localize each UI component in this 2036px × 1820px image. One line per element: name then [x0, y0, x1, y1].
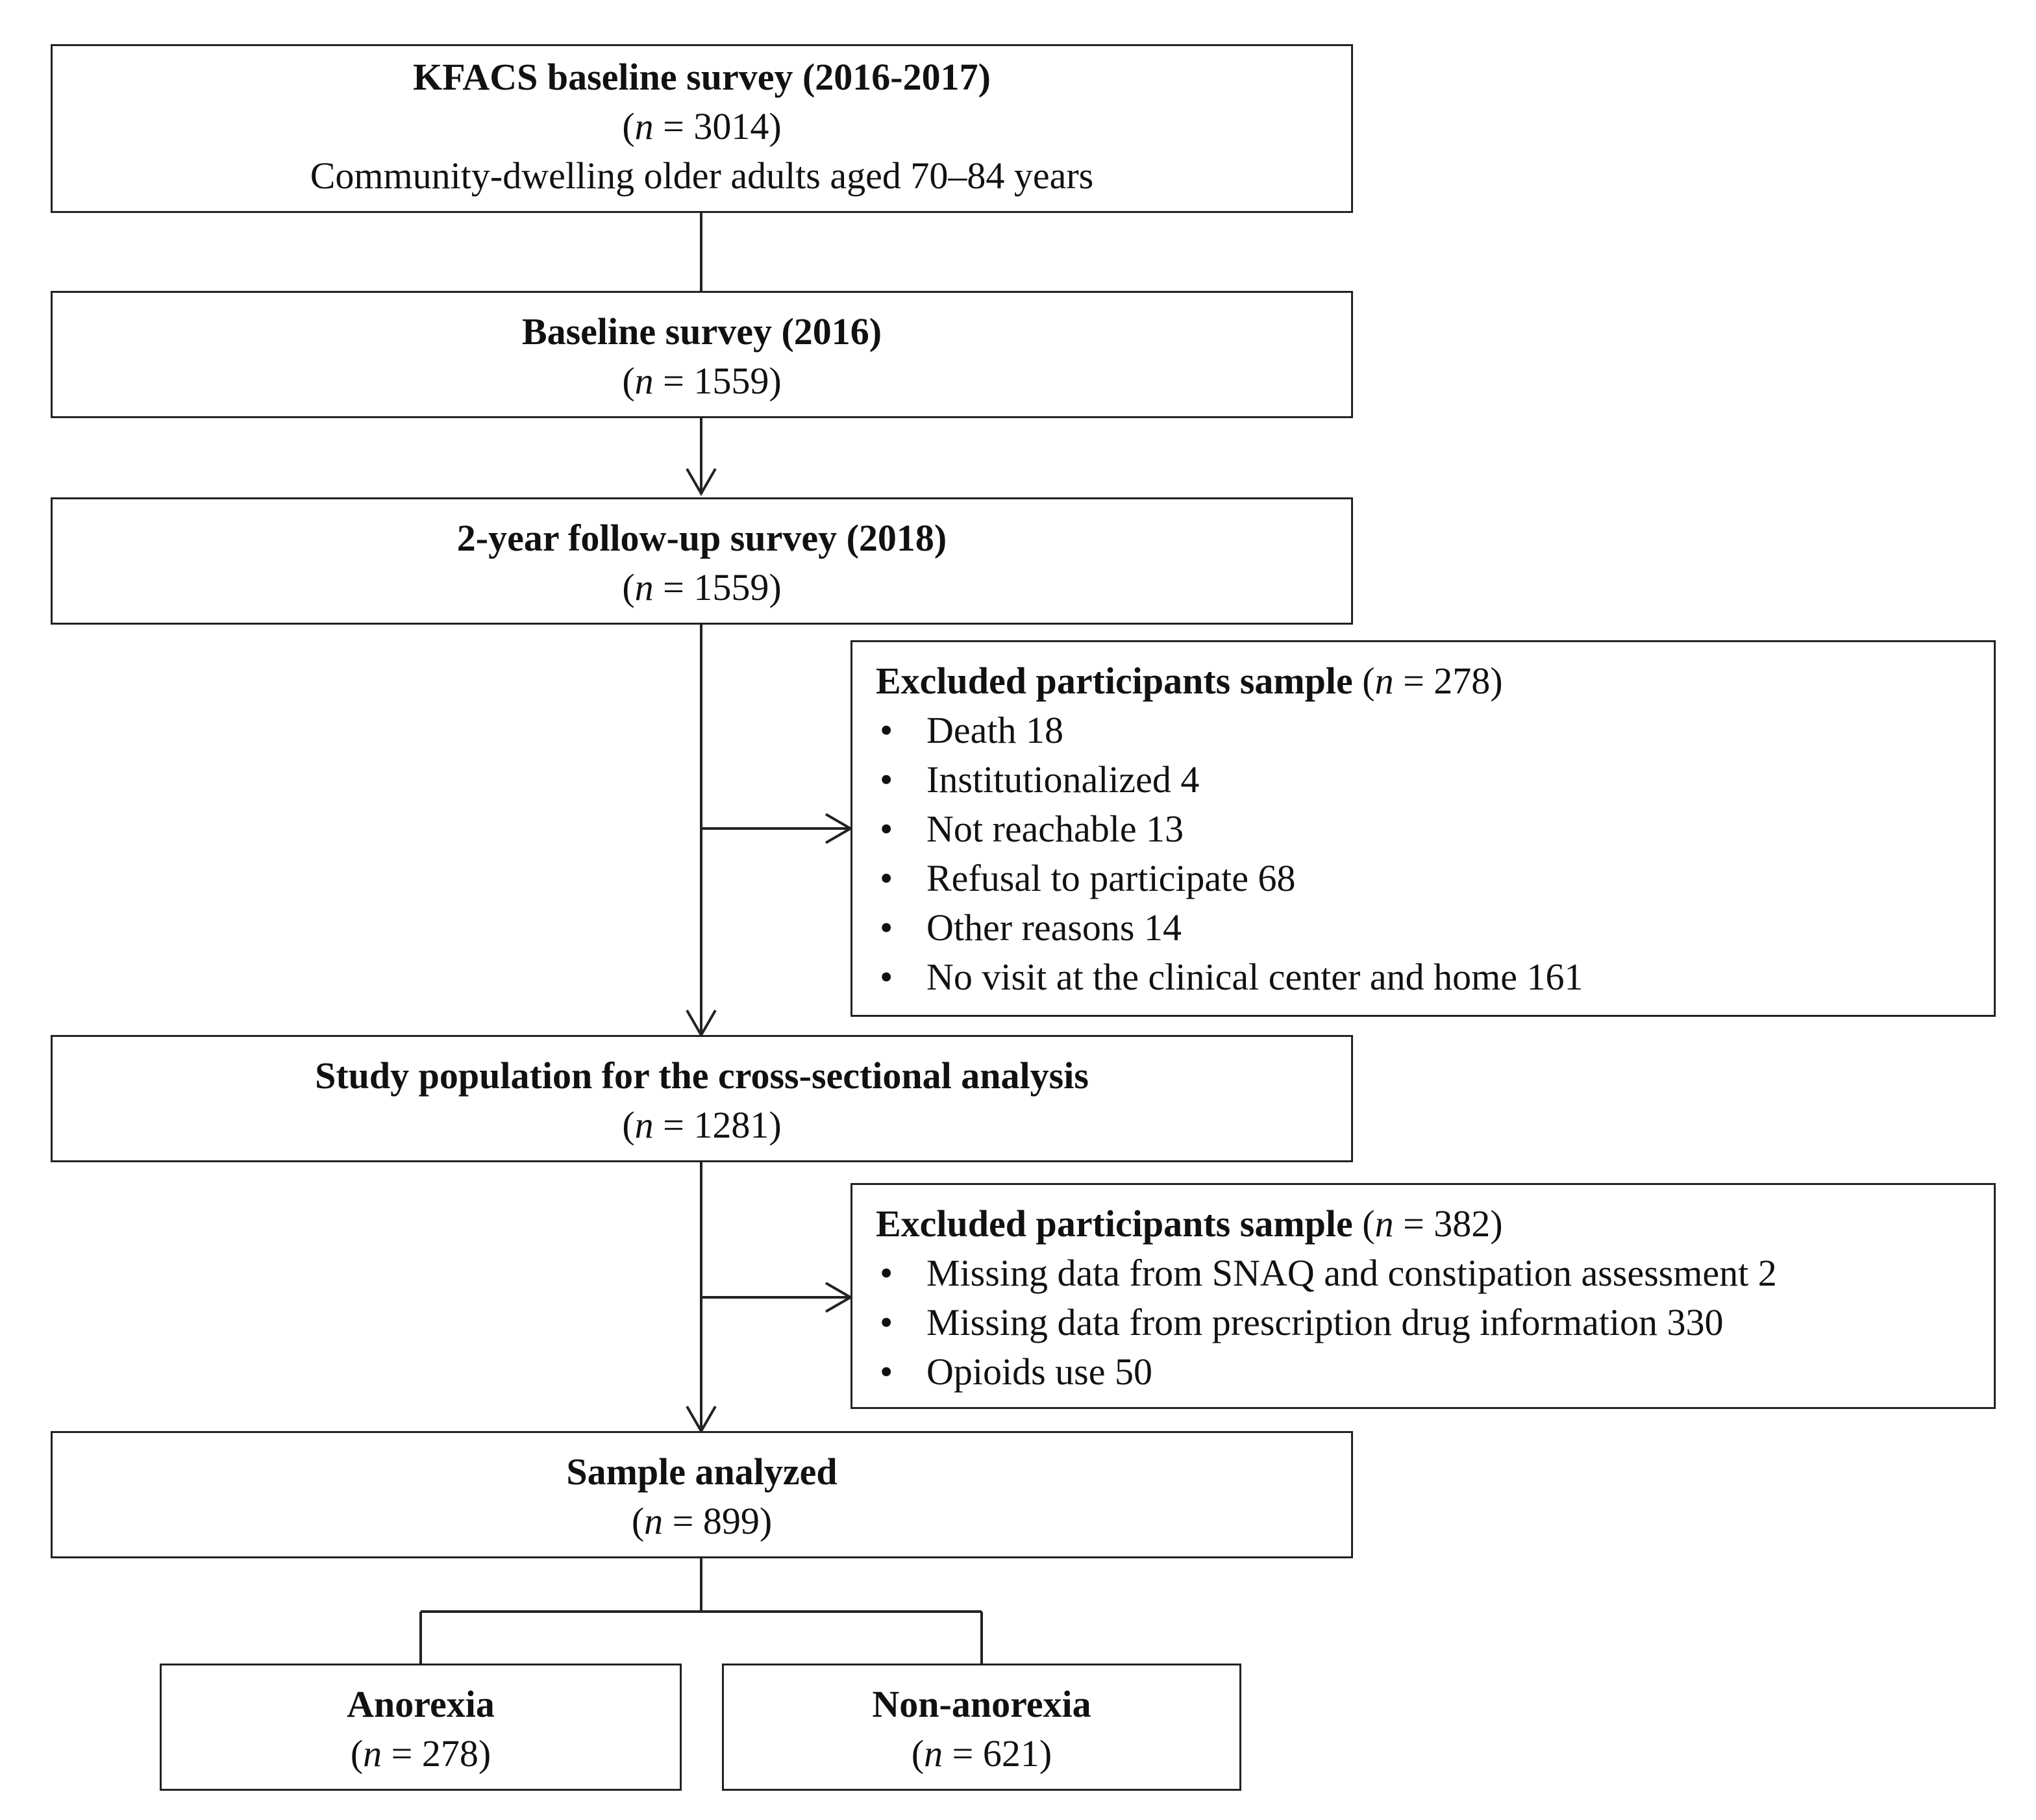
anorexia-box: Anorexia (n = 278): [160, 1664, 682, 1791]
box-title: KFACS baseline survey (2016-2017): [413, 56, 991, 98]
box-count: (n = 1559): [622, 566, 782, 608]
non-anorexia-box: Non-anorexia (n = 621): [722, 1664, 1241, 1791]
kfacs-baseline-box: KFACS baseline survey (2016-2017) (n = 3…: [51, 44, 1353, 213]
excluded-title: Excluded participants sample (n = 382): [876, 1203, 1503, 1245]
list-item: •Death 18: [880, 709, 1063, 751]
excluded-participants-box-2: Excluded participants sample (n = 382) •…: [850, 1183, 1996, 1409]
box-count: (n = 899): [631, 1500, 773, 1542]
box-count: (n = 621): [911, 1732, 1052, 1775]
list-item: •Not reachable 13: [880, 808, 1184, 850]
excluded-title: Excluded participants sample (n = 278): [876, 660, 1503, 702]
box-title: Baseline survey (2016): [521, 310, 882, 353]
box-count: (n = 3014): [622, 105, 782, 147]
excluded-list: •Death 18 •Institutionalized 4 •Not reac…: [876, 706, 1994, 1002]
box-title: 2-year follow-up survey (2018): [456, 517, 947, 559]
box-title: Study population for the cross-sectional…: [315, 1054, 1089, 1097]
box-count: (n = 1559): [622, 360, 782, 402]
list-item: •Other reasons 14: [880, 906, 1182, 949]
study-population-box: Study population for the cross-sectional…: [51, 1035, 1353, 1162]
box-count: (n = 278): [350, 1732, 491, 1775]
sample-analyzed-box: Sample analyzed (n = 899): [51, 1431, 1353, 1558]
excluded-participants-box-1: Excluded participants sample (n = 278) •…: [850, 640, 1996, 1017]
list-item: •Missing data from prescription drug inf…: [880, 1301, 1724, 1343]
box-title: Non-anorexia: [872, 1683, 1091, 1725]
box-title: Sample analyzed: [566, 1451, 838, 1493]
excluded-list: •Missing data from SNAQ and constipation…: [876, 1249, 1994, 1397]
box-count: (n = 1281): [622, 1104, 782, 1146]
box-title: Anorexia: [347, 1683, 495, 1725]
list-item: •Missing data from SNAQ and constipation…: [880, 1252, 1777, 1294]
list-item: •No visit at the clinical center and hom…: [880, 956, 1583, 998]
arrowhead-followup: [686, 467, 717, 496]
list-item: •Refusal to participate 68: [880, 857, 1296, 899]
box-description: Community-dwelling older adults aged 70–…: [310, 155, 1094, 197]
list-item: •Institutionalized 4: [880, 758, 1200, 801]
baseline-survey-box: Baseline survey (2016) (n = 1559): [51, 291, 1353, 418]
followup-survey-box: 2-year follow-up survey (2018) (n = 1559…: [51, 497, 1353, 625]
list-item: •Opioids use 50: [880, 1351, 1152, 1393]
